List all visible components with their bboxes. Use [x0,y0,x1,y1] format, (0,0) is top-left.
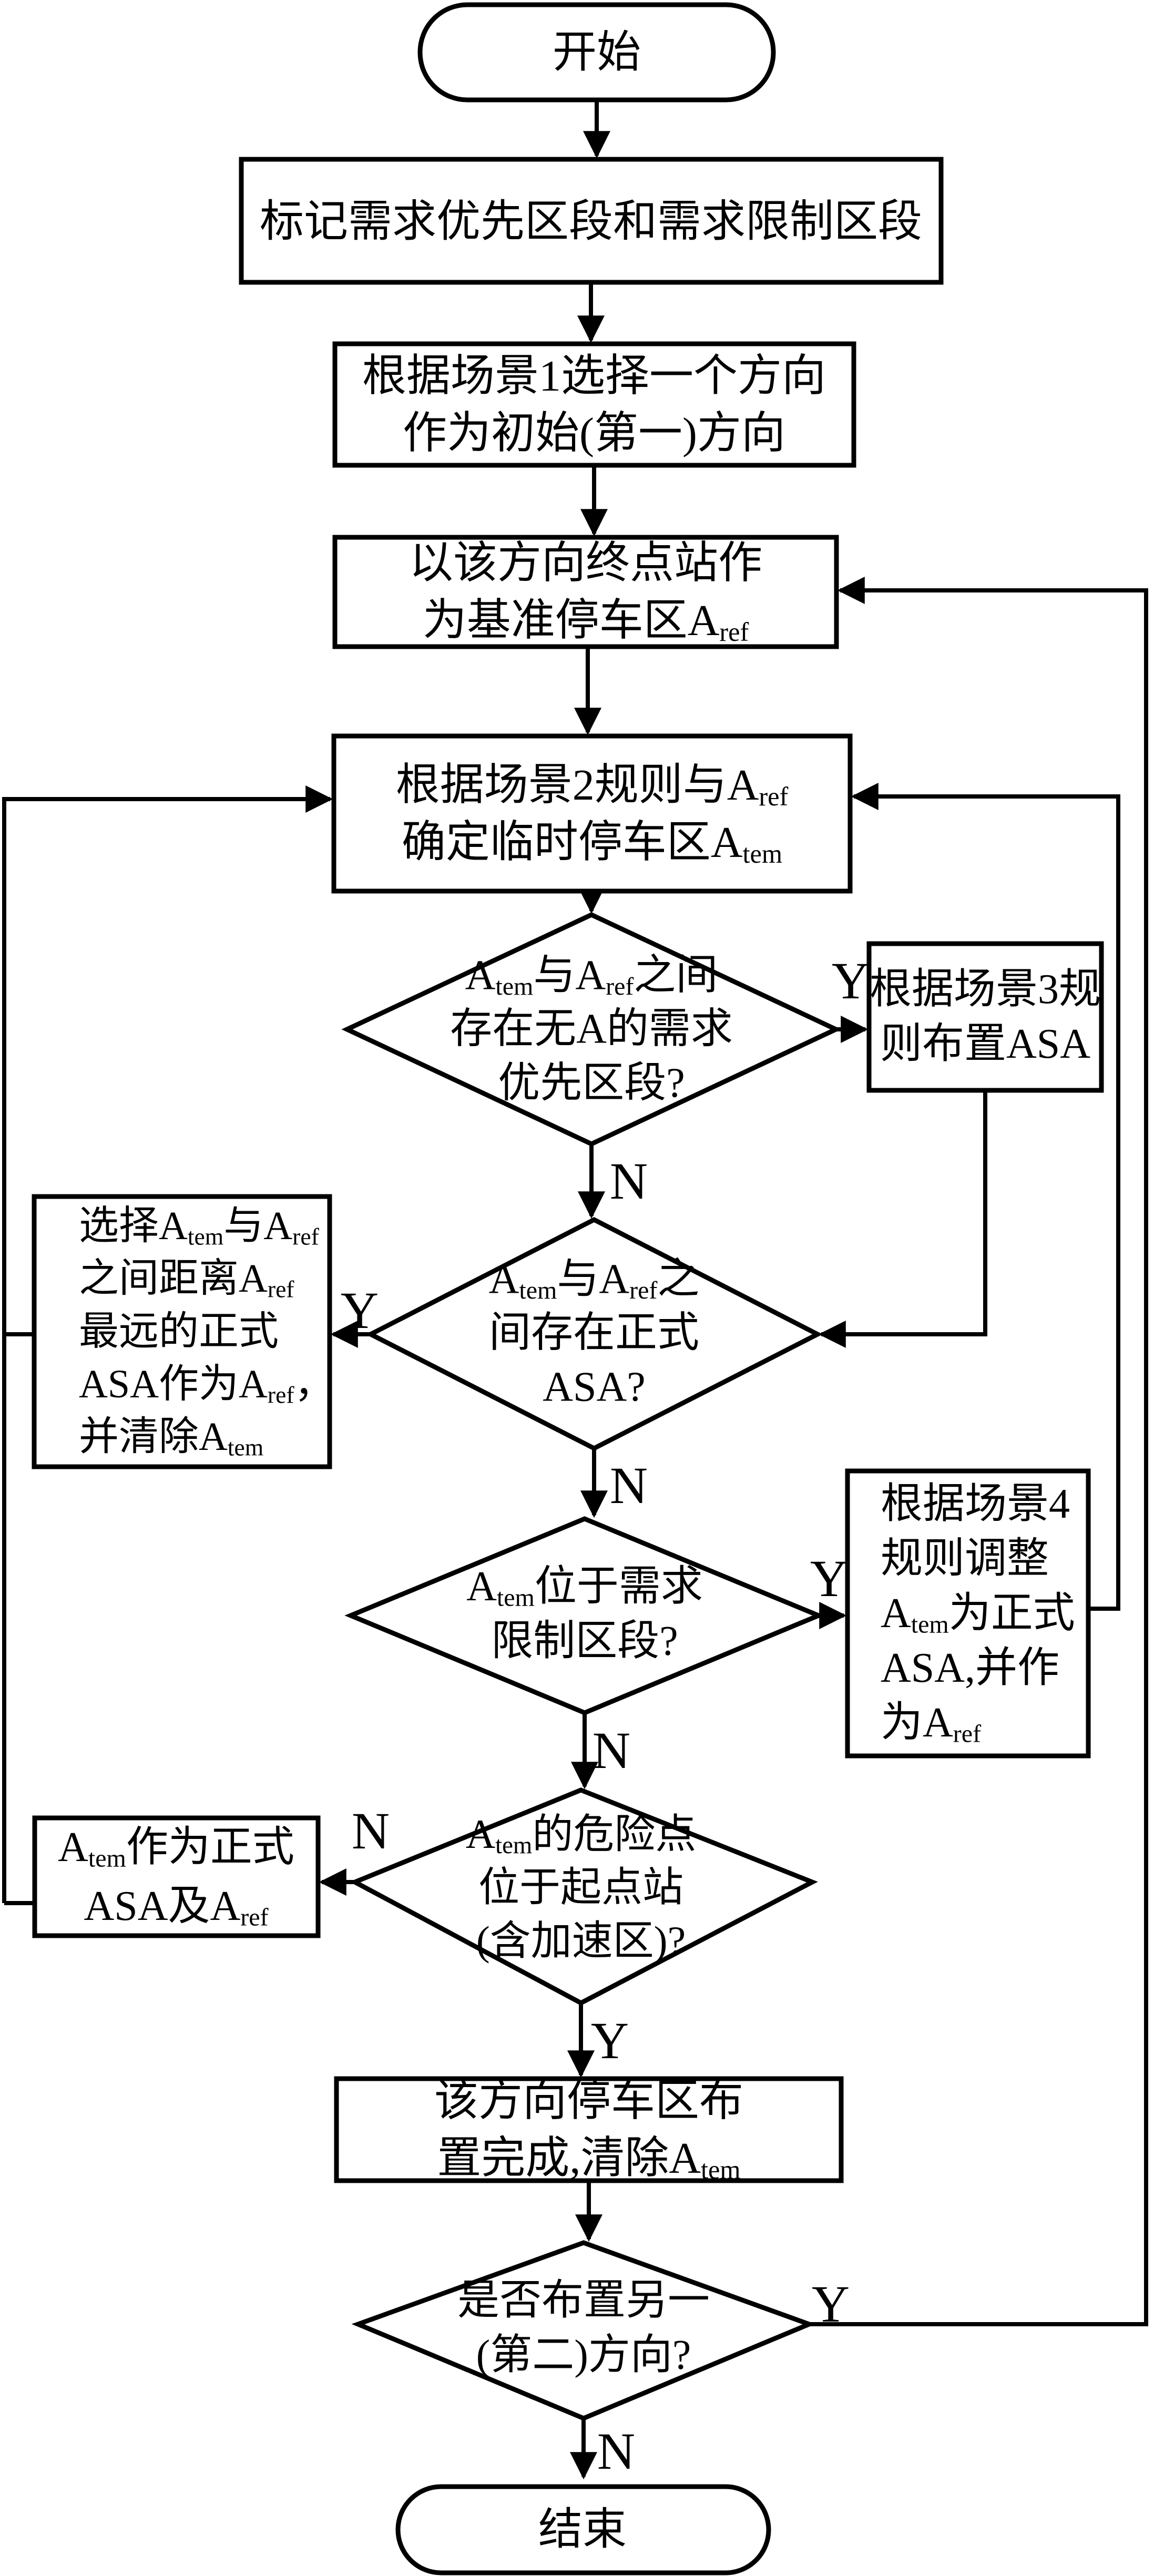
choose-direction-box [332,341,856,468]
decision-restricted-diamond [344,1516,825,1715]
edge-label-other-yes: Y [811,2275,850,2333]
edge-label-restricted-no: N [592,1721,631,1780]
edge-label-other-no: N [597,2422,636,2480]
edge-label-danger-no: N [351,1802,390,1860]
decision-other-direction-label: 是否布置另一(第二)方向? [457,2277,710,2378]
mark-sections-label: 标记需求优先区段和需求限制区段 [259,197,923,247]
decision-other-direction-diamond [351,2240,816,2421]
decision-danger-diamond [349,1787,818,2006]
edge-label-formal-no: N [609,1456,648,1515]
edge-label-restricted-yes: Y [810,1549,849,1608]
decision-restricted-label: Atem位于需求限制区段? [466,1563,703,1664]
select-farthest-box [32,1194,332,1469]
edge-label-danger-yes: Y [590,2011,629,2070]
end-label: 结束 [538,2505,627,2554]
terminal-as-ref-box [332,535,839,649]
determine-atem-box [331,733,853,894]
decision-priority-label: Atem与Aref之间存在无A的需求优先区段? [450,952,733,1107]
decision-formal-diamond [365,1217,823,1451]
start-terminator-shape [417,2,776,103]
scene3-box [866,941,1104,1093]
scene3-label: 根据场景3规则布置ASA [870,966,1101,1067]
line-d5-yes-loop-to-terminal [809,577,1148,2326]
choose-direction-label: 根据场景1选择一个方向作为初始(第一)方向 [362,351,826,458]
decision-danger-label: Atem的危险点位于起点站(含加速区)? [465,1811,697,1964]
direction-done-label: 该方向停车区布置完成,清除Atem [434,2076,744,2185]
line-scene4-loop-to-scene2 [851,783,1120,1611]
decision-priority-diamond [341,912,842,1147]
edge-label-priority-no: N [609,1152,648,1210]
edge-label-priority-yes: Y [831,952,870,1010]
flow-shapes [32,2,1104,2575]
scene4-box [845,1468,1091,1759]
direction-done-box [334,2076,844,2183]
start-label: 开始 [552,28,641,77]
edge-label-formal-yes: Y [340,1281,379,1340]
line-scene3-to-d2 [818,1090,987,1348]
end-terminator-shape [395,2484,771,2575]
atem-as-formal-box [32,1815,321,1938]
line-left-loop-to-scene2 [2,785,333,1903]
mark-sections-box [239,157,944,285]
terminal-as-ref-label: 以该方向终点站作为基准停车区Aref [409,538,763,647]
